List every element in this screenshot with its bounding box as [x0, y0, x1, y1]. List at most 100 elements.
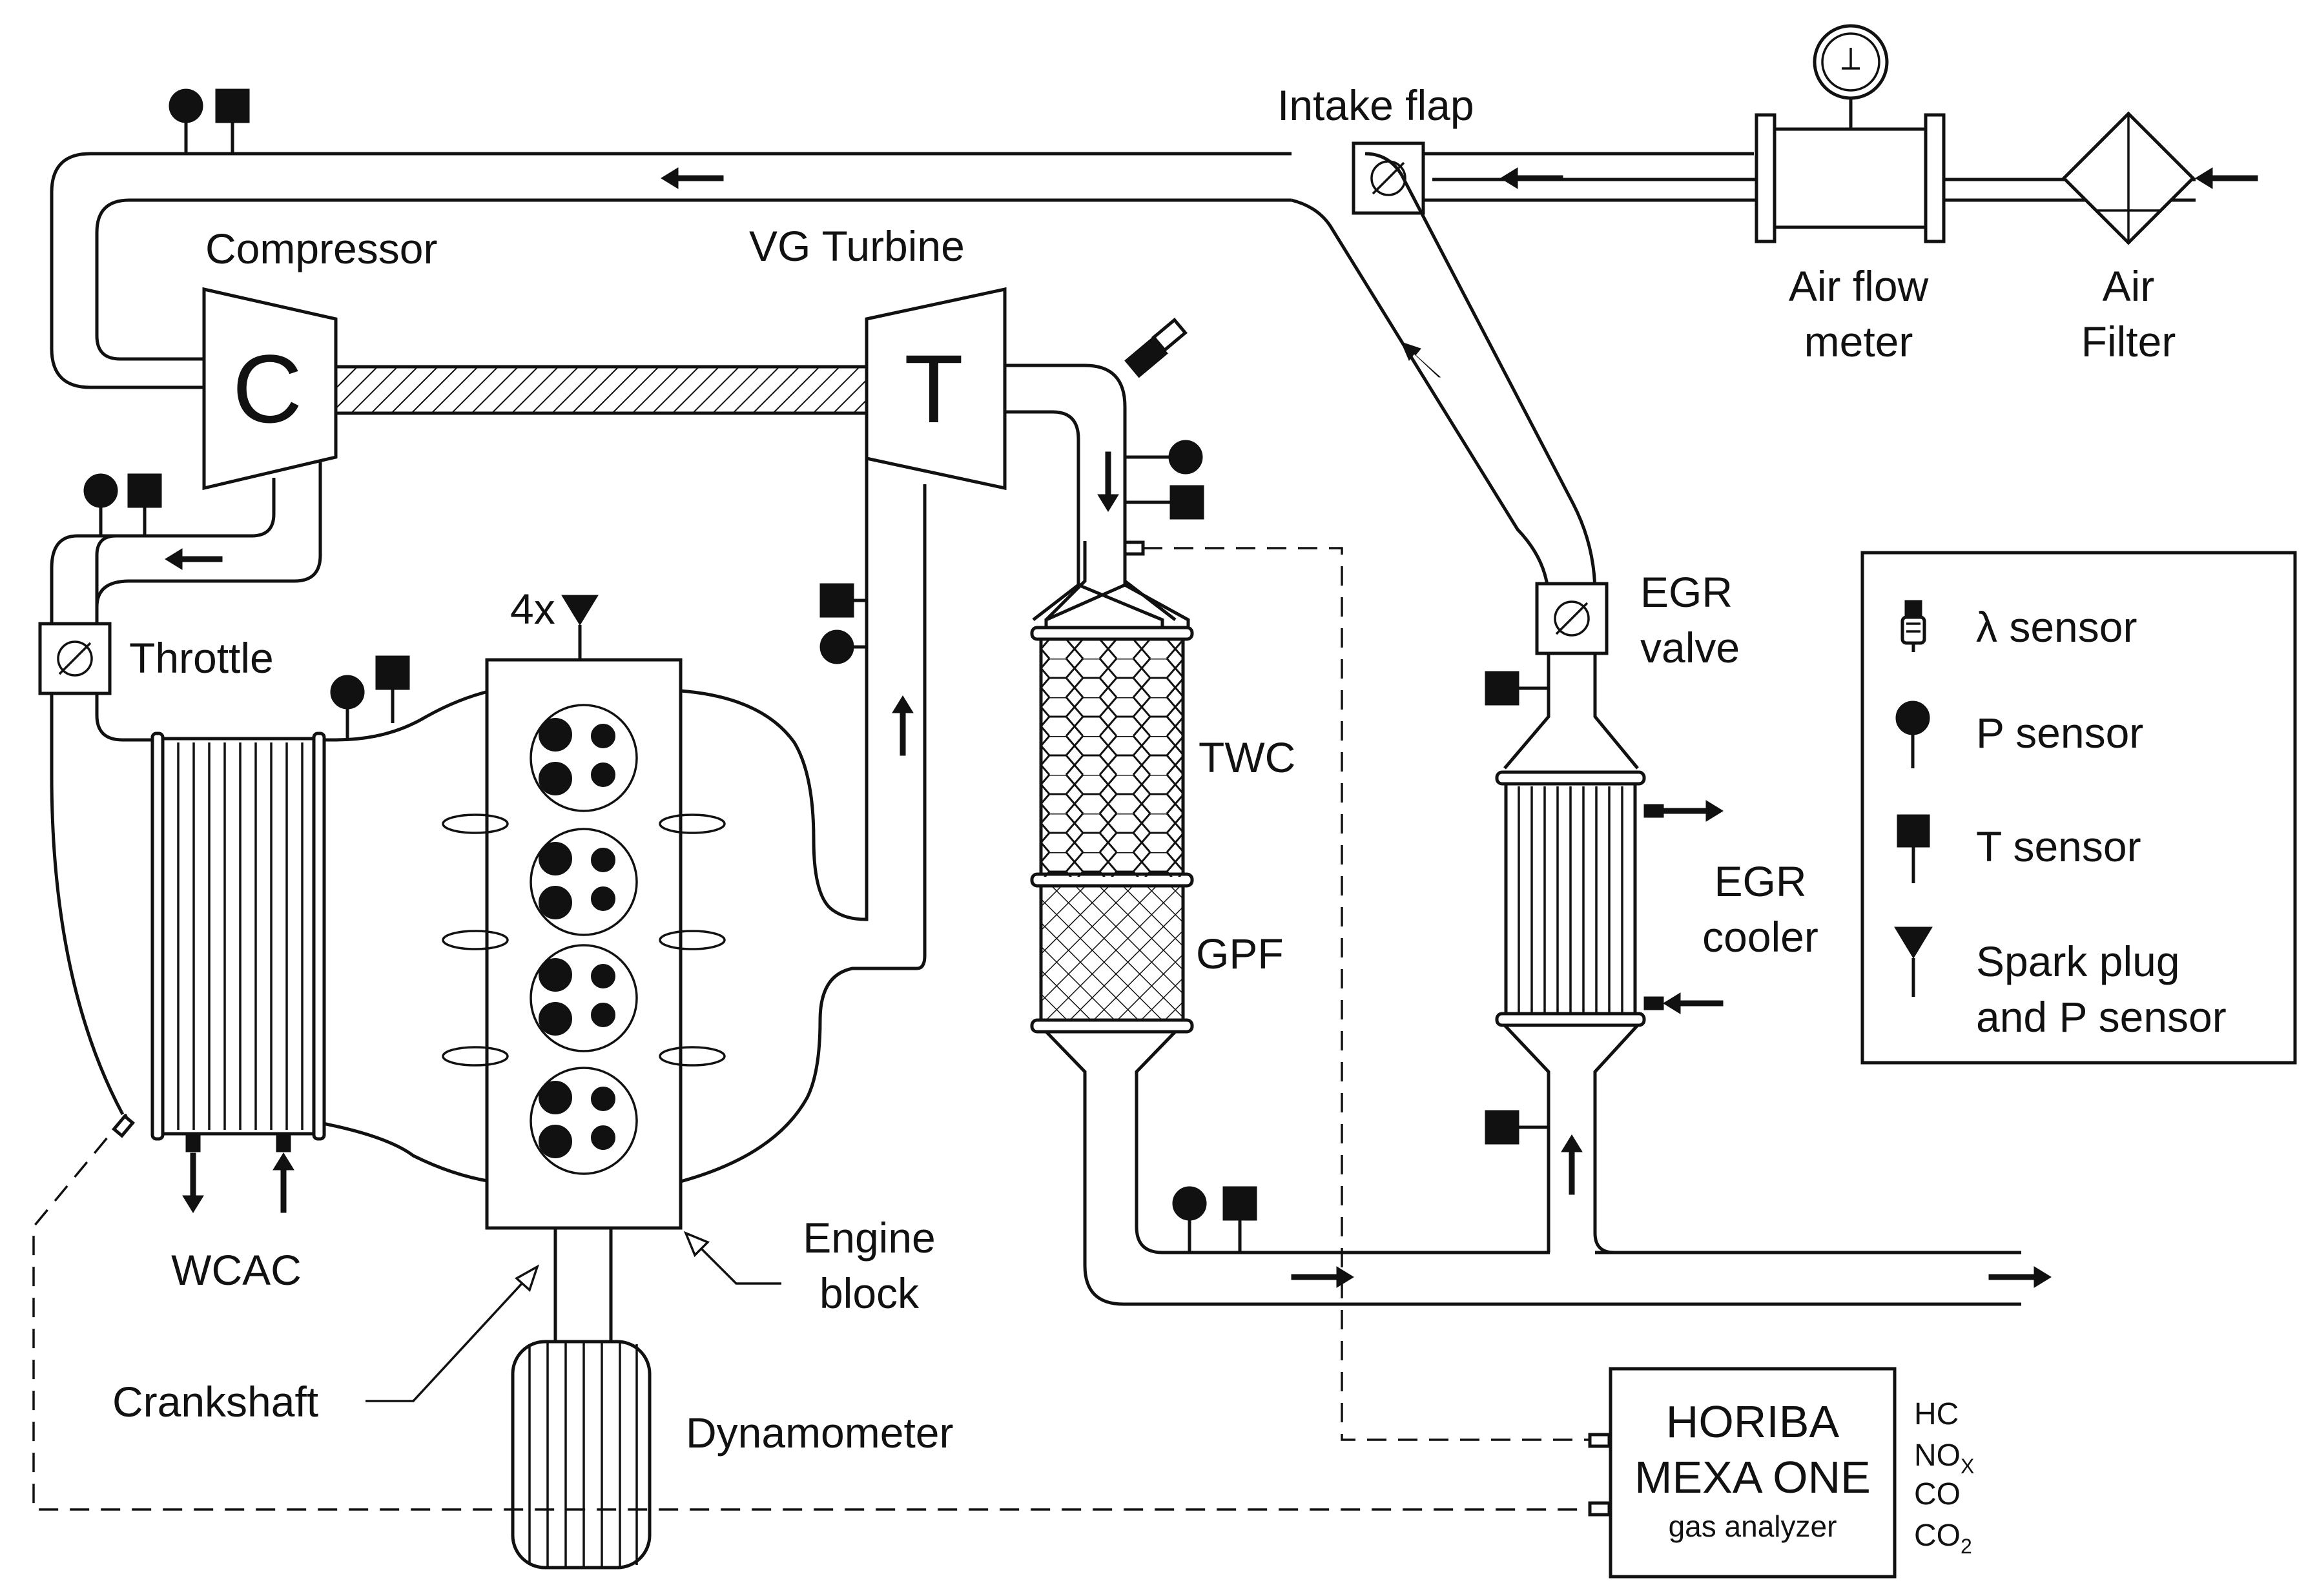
flow-arrow-icon: [165, 548, 223, 570]
legend: [1860, 551, 2297, 1065]
coolant-port: [1643, 804, 1664, 1010]
down-arrow-icon: [1097, 451, 1119, 512]
engine-block-pointer: [683, 1231, 781, 1285]
dynamometer: [511, 1340, 652, 1570]
throttle-valve: [38, 622, 112, 695]
turbine-letter: T: [904, 334, 963, 443]
compressor-letter: C: [232, 334, 302, 443]
engine-block-label-line1: Engine: [803, 1214, 936, 1262]
species-hc: HC: [1914, 1397, 1959, 1431]
lambda-sensor-icon: [1124, 318, 1188, 378]
legend-p: P sensor: [1976, 709, 2143, 757]
p-sensor-icon: [1125, 440, 1203, 475]
egr-valve-label-line2: valve: [1640, 624, 1740, 671]
wcac-label: WCAC: [171, 1246, 302, 1294]
t-sensor-icon: [1897, 814, 1930, 883]
air-flow-meter-label-line1: Air flow: [1789, 262, 1929, 310]
air-flow-meter: [1755, 24, 1946, 243]
flow-arrow-icon: [1988, 1266, 2052, 1288]
t-sensor-icon: [1485, 671, 1549, 706]
t-sensor-icon: [1222, 1186, 1257, 1253]
air-filter: [2061, 111, 2196, 245]
up-arrow-icon: [273, 1152, 294, 1213]
egr-cooler-label-line2: cooler: [1702, 913, 1818, 961]
species-co2: CO2: [1914, 1519, 1972, 1558]
p-sensor-icon: [1172, 1186, 1207, 1253]
spark-plug-count: 4x: [510, 585, 555, 633]
exhaust-pipe-upper: [1005, 363, 1127, 639]
turbo-shaft: [334, 365, 878, 415]
analyzer-name-line3: gas analyzer: [1669, 1509, 1837, 1543]
egr-pipe-inner: [1291, 198, 1550, 684]
exhaust-manifold: [680, 458, 869, 921]
cylinder: [530, 944, 638, 1052]
cylinder: [530, 828, 638, 936]
species-nox: NOX: [1914, 1438, 1974, 1478]
charge-air-pipe-outer: [95, 460, 322, 608]
crankshaft-label: Crankshaft: [112, 1378, 318, 1426]
egr-valve: [1535, 582, 1609, 655]
twc-label: TWC: [1199, 733, 1295, 781]
up-arrow-icon: [1561, 1134, 1583, 1195]
t-sensor-icon: [819, 583, 867, 618]
egr-valve-label-line1: EGR: [1640, 568, 1733, 616]
intake-plenum: [310, 689, 491, 742]
intake-flap-label: Intake flap: [1277, 81, 1474, 129]
sampling-port: [111, 1114, 1611, 1517]
gpf-substrate: [1042, 887, 1182, 1021]
egr-pipe-outer: [1364, 152, 1597, 684]
vg-turbine-label: VG Turbine: [749, 222, 965, 270]
egr-cooler-label-line1: EGR: [1714, 857, 1806, 905]
legend-spark-line2: and P sensor: [1976, 993, 2227, 1041]
turbine: [865, 287, 1007, 491]
air-flow-meter-label-line2: meter: [1804, 318, 1913, 365]
gas-analyzer: [1609, 1367, 1897, 1579]
up-arrow-icon: [892, 695, 914, 756]
crankshaft: [553, 1226, 613, 1346]
flow-arrow-icon: [1291, 1266, 1354, 1288]
throttle-label: Throttle: [129, 634, 274, 682]
p-sensor-icon: [1895, 701, 1930, 768]
exhaust-manifold-lower: [680, 484, 927, 1183]
sampling-line-intake: [32, 1113, 1595, 1511]
flow-arrow-icon: [1500, 167, 1563, 189]
flow-arrow-icon: [661, 167, 724, 189]
intake-manifold-left: [50, 693, 125, 1116]
analyzer-name-line2: MEXA ONE: [1634, 1452, 1871, 1502]
p-sensor-icon: [330, 675, 365, 740]
t-sensor-icon: [1125, 485, 1204, 520]
compressor-label: Compressor: [205, 225, 437, 272]
t-sensor-icon: [1485, 1110, 1549, 1145]
wcac: [150, 732, 326, 1141]
p-sensor-icon: [169, 88, 203, 154]
t-sensor-icon: [127, 473, 162, 536]
charge-air-pipe: [95, 478, 276, 646]
sampling-port: [1123, 540, 1145, 556]
spark-plug-icon: [1894, 926, 1933, 997]
p-sensor-icon: [819, 629, 867, 664]
t-sensor-icon: [375, 655, 410, 723]
analyzer-name-line1: HORIBA: [1666, 1396, 1840, 1447]
gpf-label: GPF: [1196, 930, 1284, 977]
engine-block: [442, 658, 726, 1230]
charge-air-pipe-left: [50, 534, 78, 646]
air-filter-label-line1: Air: [2103, 262, 2155, 310]
sampling-line-tailpipe: [1143, 547, 1595, 1441]
legend-lambda: λ sensor: [1976, 603, 2137, 651]
flow-arrow-icon: [1401, 342, 1441, 378]
cylinder: [530, 1067, 638, 1175]
engine-block-label-line2: block: [819, 1269, 920, 1317]
intake-plenum-lower: [322, 1121, 491, 1183]
intake-manifold: [95, 693, 161, 742]
twc-substrate: [1042, 640, 1182, 877]
legend-t: T sensor: [1976, 823, 2141, 870]
cylinder: [530, 704, 638, 812]
exhaust-pipe-upper-inner: [1005, 410, 1164, 639]
intake-flap-valve: [1352, 141, 1425, 215]
lambda-sensor-icon: [1900, 600, 1926, 652]
t-sensor-icon: [215, 88, 250, 154]
down-arrow-icon: [182, 1152, 204, 1213]
right-arrow-icon: [1663, 800, 1724, 822]
legend-spark-line1: Spark plug: [1976, 937, 2180, 985]
